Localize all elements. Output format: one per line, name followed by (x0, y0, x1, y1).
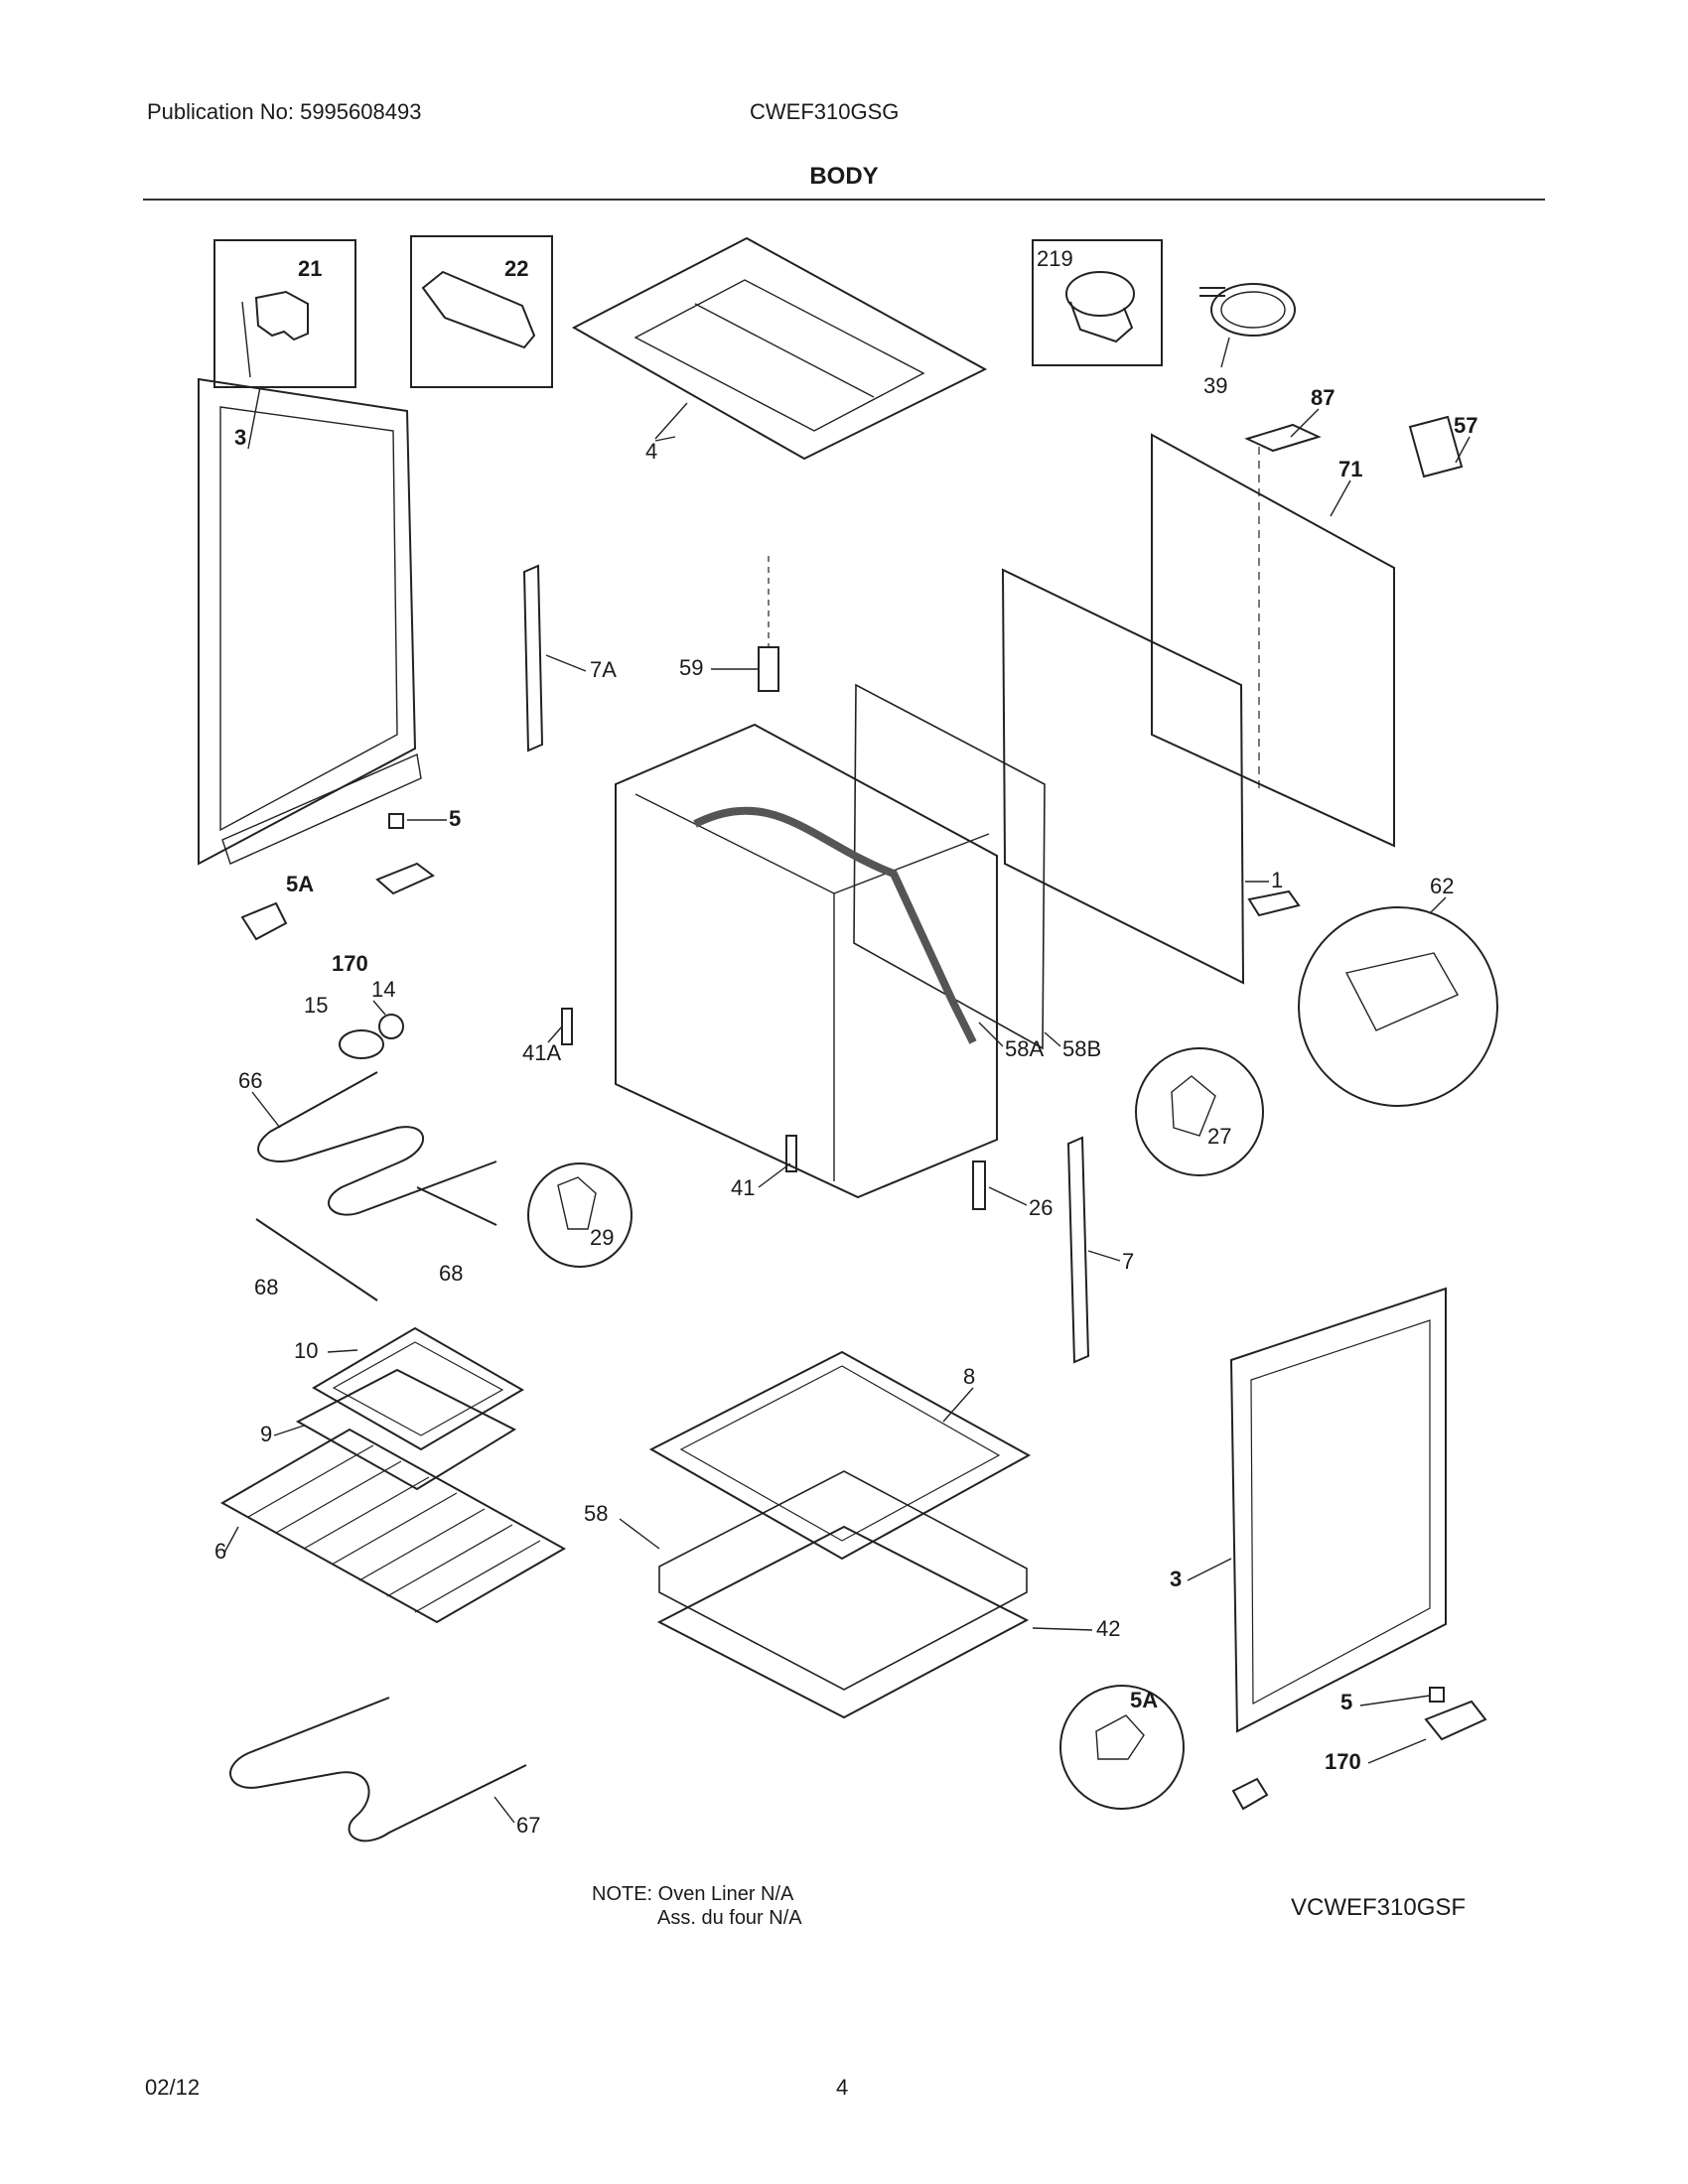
part-59-leg (758, 646, 779, 692)
part-10-broil-pan-insert (312, 1326, 524, 1451)
callout-10: 10 (294, 1338, 318, 1363)
oven-liner-note: NOTE: Oven Liner N/A Ass. du four N/A (592, 1882, 802, 1930)
part-62-terminal-block (1247, 889, 1301, 917)
callout-26: 26 (1029, 1195, 1053, 1220)
note-line-1: NOTE: Oven Liner N/A (592, 1883, 794, 1905)
part-87-bracket (1244, 423, 1322, 453)
callout-7A: 7A (590, 657, 617, 682)
callout-58: 58 (584, 1501, 608, 1526)
callout-21: 21 (298, 256, 322, 281)
part-57-vent-cover (1408, 415, 1464, 478)
part-14-bulb-socket (378, 1014, 404, 1039)
part-5-screw (388, 813, 404, 829)
part-6-oven-rack (219, 1428, 567, 1624)
part-170-hinge-bracket (375, 862, 435, 895)
part-4-top-panel (571, 236, 988, 461)
callout-67: 67 (516, 1813, 540, 1838)
model-number: CWEF310GSG (750, 99, 900, 124)
callout-27: 27 (1207, 1124, 1231, 1149)
part-8-bottom-panel (648, 1350, 1032, 1561)
part-5A-detail-circle (1059, 1685, 1185, 1810)
part-5A-hinge-right (1231, 1777, 1269, 1811)
part-41A-clip (561, 1008, 573, 1045)
callout-1: 1 (1271, 868, 1283, 892)
callout-29: 29 (590, 1225, 614, 1250)
callout-57: 57 (1454, 413, 1477, 438)
part-71-rear-panel (1151, 433, 1395, 848)
part-67-bake-element (229, 1697, 527, 1843)
part-7A-bracket (522, 564, 544, 752)
part-7-bracket (1066, 1136, 1090, 1364)
part-1-back-panel (1001, 568, 1245, 985)
header-rule (143, 199, 1545, 201)
callout-8: 8 (963, 1364, 975, 1389)
callout-6: 6 (214, 1539, 226, 1564)
part-41-clip (785, 1135, 797, 1172)
callout-58A: 58A (1005, 1036, 1044, 1061)
part-58-insulation-block (658, 1470, 1028, 1691)
section-title: BODY (809, 163, 879, 190)
callout-68-right: 68 (439, 1261, 463, 1286)
callout-22: 22 (504, 256, 528, 281)
callout-14: 14 (371, 977, 395, 1002)
part-58A-insulation-strip (693, 806, 977, 1044)
part-21-bracket-icon (254, 290, 309, 341)
footer-date: 02/12 (145, 2075, 201, 2100)
callout-15: 15 (304, 993, 328, 1018)
callout-7: 7 (1122, 1249, 1134, 1274)
inset-box-21 (213, 239, 356, 388)
page-number: 4 (836, 2075, 849, 2100)
part-27-detail-circle (1135, 1047, 1264, 1176)
callout-42: 42 (1096, 1616, 1120, 1641)
part-29-detail-circle (527, 1162, 633, 1268)
part-15-light-bulb (339, 1029, 384, 1059)
callout-66: 66 (238, 1068, 262, 1093)
part-42-bottom-pan (656, 1525, 1030, 1719)
part-9-broil-pan (295, 1368, 517, 1491)
part-26-clip (972, 1160, 986, 1210)
inset-box-22 (410, 235, 553, 388)
callout-4: 4 (645, 439, 657, 464)
callout-170-left: 170 (332, 951, 368, 976)
callout-68-left: 68 (254, 1275, 278, 1299)
oven-cavity-body (615, 723, 998, 1199)
callout-58B: 58B (1062, 1036, 1101, 1061)
callout-170-right: 170 (1325, 1749, 1361, 1774)
part-66-broil-element (257, 1071, 497, 1216)
part-3-left-side-panel (198, 377, 417, 866)
part-62-detail-circle (1298, 906, 1498, 1107)
callout-5A-left: 5A (286, 872, 314, 896)
callout-3-left: 3 (234, 425, 246, 450)
callout-219: 219 (1037, 246, 1073, 271)
part-39-wire-coil (1210, 283, 1296, 337)
callout-71: 71 (1338, 457, 1362, 481)
callout-9: 9 (260, 1422, 272, 1446)
part-22-hinge-icon (421, 270, 536, 349)
callout-59: 59 (679, 655, 703, 680)
callout-41: 41 (731, 1175, 755, 1200)
callout-41A: 41A (522, 1040, 561, 1065)
callout-62: 62 (1430, 874, 1454, 898)
part-5-screw-right (1429, 1687, 1445, 1703)
part-170-hinge-bracket-right (1424, 1700, 1487, 1741)
callout-87: 87 (1311, 385, 1335, 410)
publication-number: Publication No: 5995608493 (147, 99, 422, 124)
callout-5-left: 5 (449, 806, 461, 831)
callout-5-right: 5 (1340, 1690, 1352, 1714)
variant-code: VCWEF310GSF (1291, 1894, 1467, 1921)
note-line-2: Ass. du four N/A (657, 1907, 802, 1929)
callout-39: 39 (1203, 373, 1227, 398)
part-5A-hinge (240, 901, 288, 941)
part-3-right-side-panel (1229, 1287, 1447, 1733)
inset-box-219 (1032, 239, 1163, 366)
callout-3-right: 3 (1170, 1567, 1182, 1591)
callout-5A-right: 5A (1130, 1688, 1158, 1712)
part-68-wire (255, 1218, 378, 1301)
